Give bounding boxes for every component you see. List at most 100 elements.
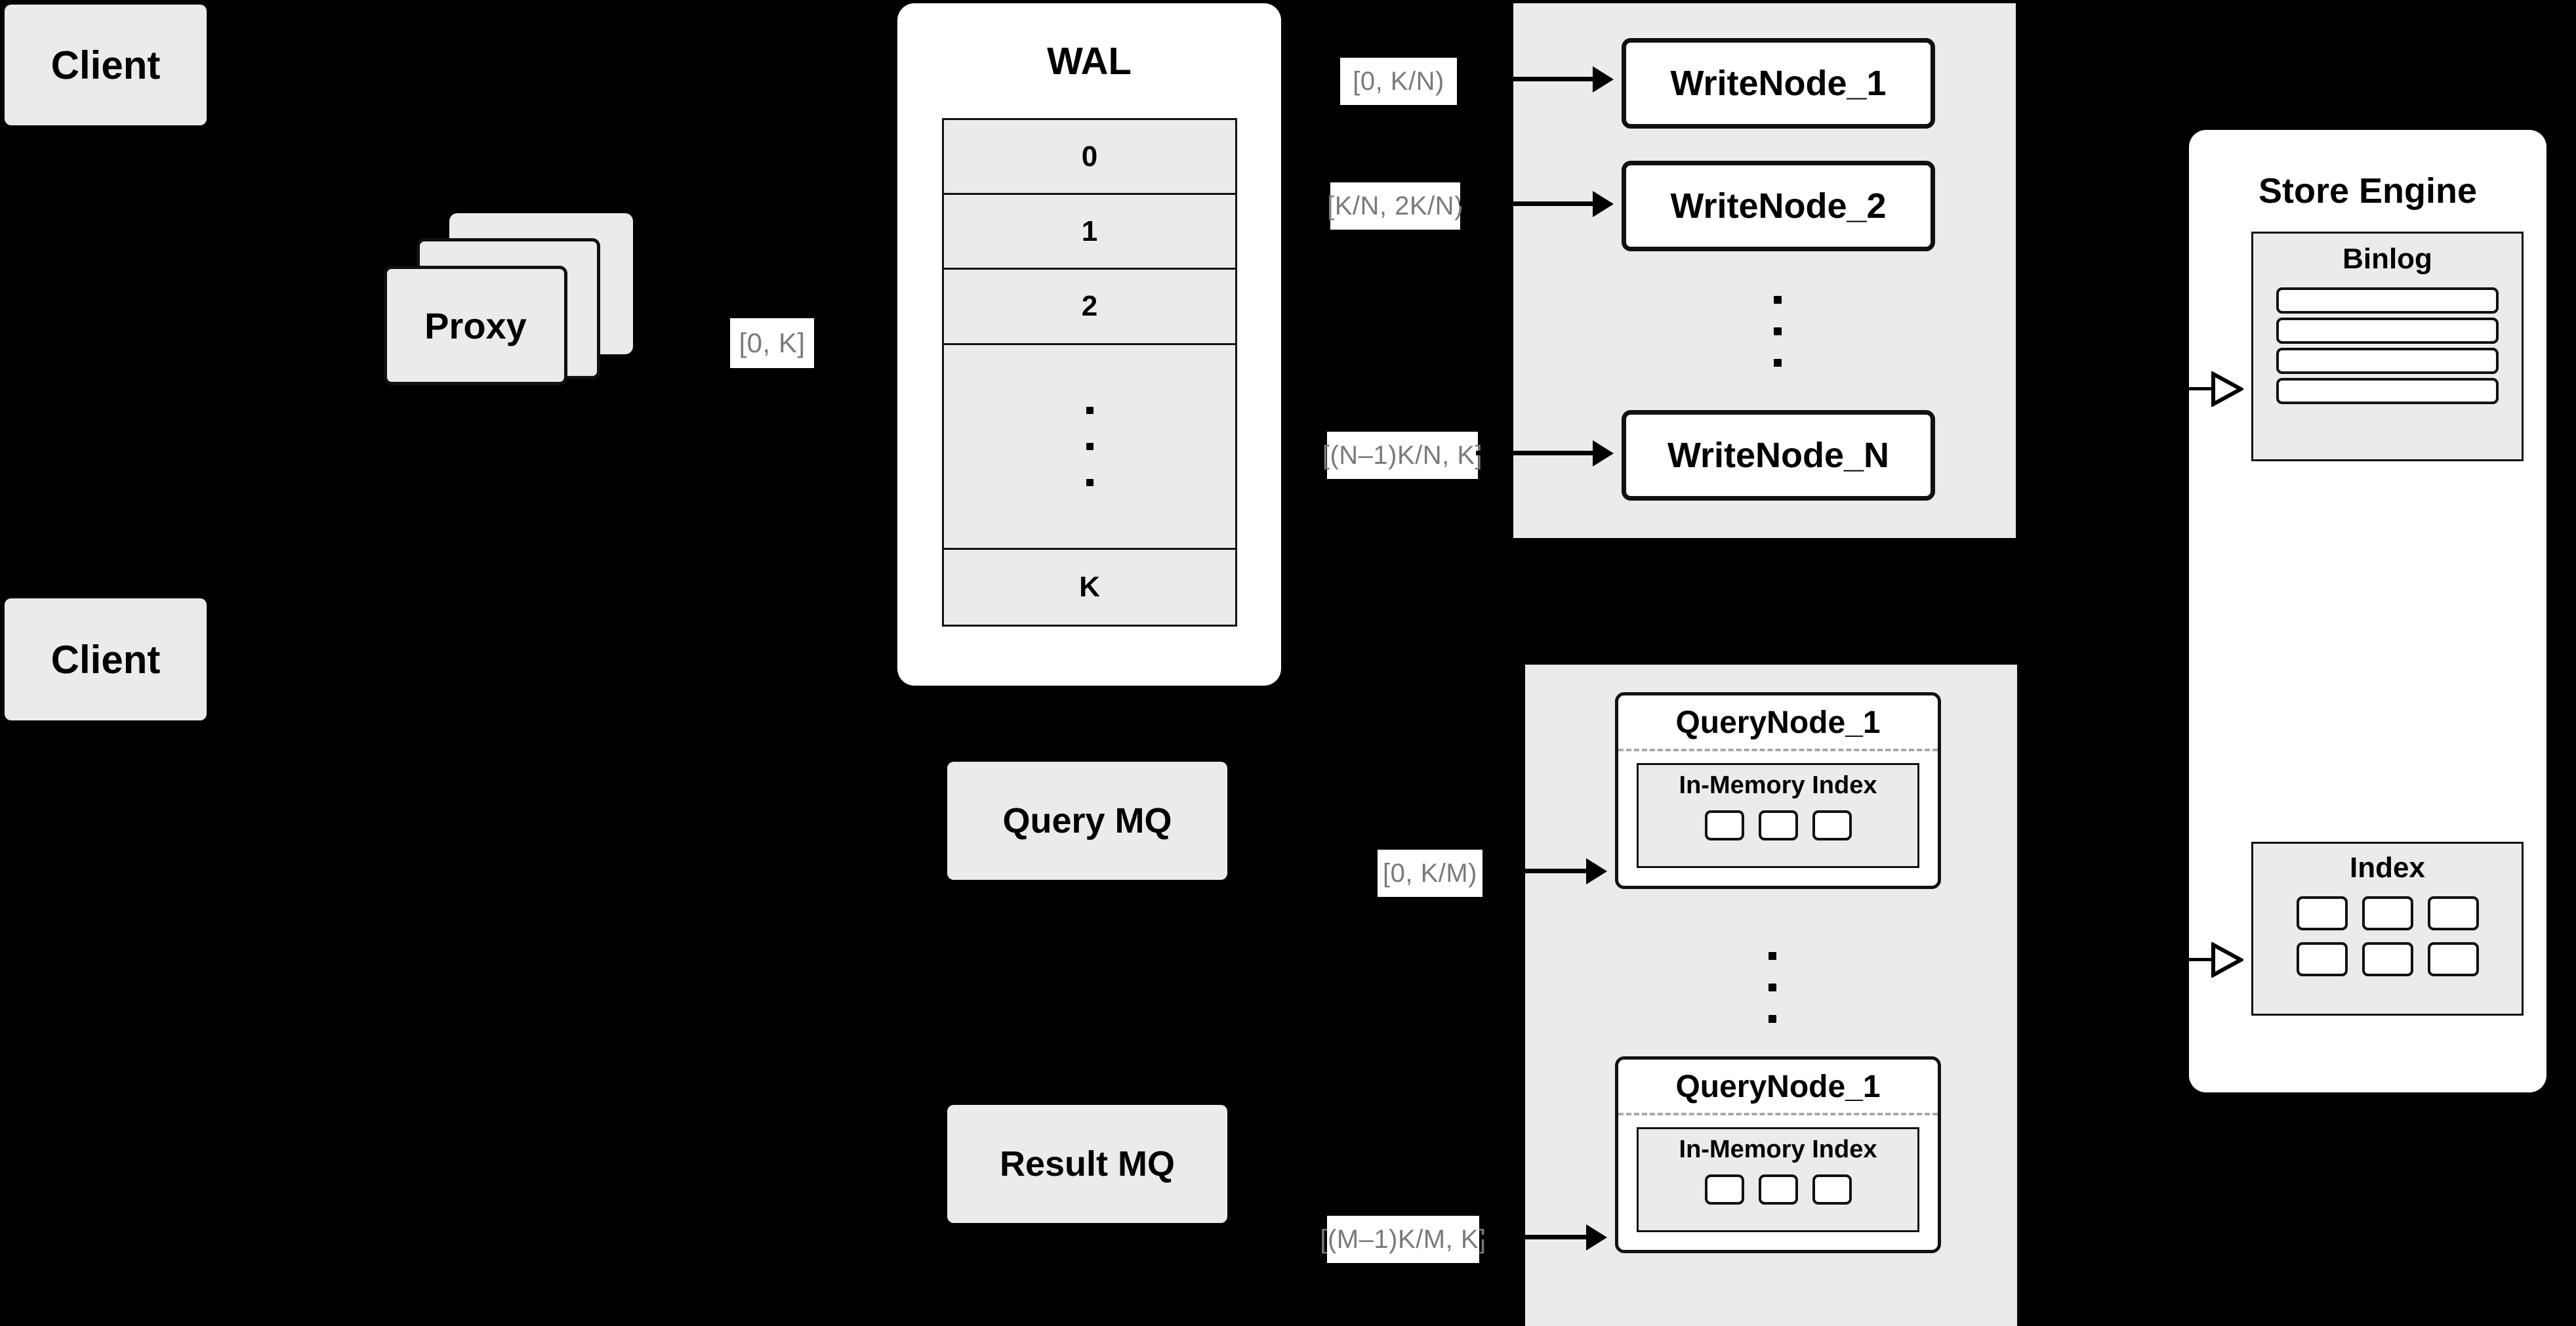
write-ellipsis-dot-1 (1774, 296, 1782, 304)
proxy-label: Proxy (424, 304, 527, 346)
index-cell-1 (2296, 896, 2348, 930)
query-ellipsis-dot-1 (1768, 952, 1776, 960)
write-node-ellipsis (1758, 272, 1797, 390)
wal-row-0: 0 (944, 120, 1235, 196)
binlog-row-4 (2276, 378, 2499, 404)
wal-row-k: K (944, 549, 1235, 625)
write-node-n-range-text: [(N–1)K/N, K] (1322, 440, 1483, 470)
store-engine-title: Store Engine (2189, 171, 2546, 211)
wal-row-1: 1 (944, 195, 1235, 270)
write-node-1[interactable]: WriteNode_1 (1622, 38, 1935, 129)
query-node-1[interactable]: QueryNode_1 In-Memory Index (1615, 692, 1941, 889)
write-node-n-range-label: [(N–1)K/N, K] (1322, 432, 1482, 479)
proxy-stack[interactable]: Proxy (384, 213, 679, 433)
wal-ellipsis-dot-2 (1086, 442, 1094, 450)
client-label-2: Client (51, 637, 161, 682)
proxy-sheet-front[interactable]: Proxy (384, 266, 567, 385)
query-node-2-index-title-text: In-Memory Index (1679, 1136, 1877, 1163)
write-ellipsis-dot-2 (1774, 327, 1782, 335)
arrow-head-write-n (1593, 440, 1614, 466)
wal-title-text: WAL (1047, 40, 1132, 83)
query-node-1-index-cell-1 (1704, 810, 1744, 840)
index-title-text: Index (2350, 852, 2425, 884)
binlog-title: Binlog (2253, 243, 2522, 276)
query-node-1-range-label: [0, K/M) (1378, 850, 1482, 897)
wal-row-k-text: K (1079, 570, 1100, 603)
query-node-2-range-text: [(M–1)K/M, K] (1320, 1224, 1486, 1254)
wal-title: WAL (897, 39, 1281, 83)
write-node-n[interactable]: WriteNode_N (1622, 410, 1935, 501)
binlog-panel: Binlog (2251, 232, 2524, 461)
client-box-2[interactable]: Client (5, 598, 207, 720)
query-node-2-index-cell-1 (1704, 1174, 1744, 1205)
arrow-head-write-1 (1593, 66, 1614, 93)
arrow-head-query-2 (1586, 1224, 1607, 1251)
query-ellipsis-dot-3 (1768, 1015, 1776, 1023)
write-ellipsis-dot-3 (1774, 359, 1782, 367)
arrow-line-binlog (2189, 387, 2215, 390)
query-node-1-index-cell-2 (1758, 810, 1798, 840)
arrow-line-write-1 (1460, 77, 1593, 81)
index-cell-3 (2427, 896, 2479, 930)
wal-panel: WAL 0 1 2 K (897, 3, 1281, 686)
result-mq-box[interactable]: Result MQ (947, 1105, 1227, 1223)
write-node-2[interactable]: WriteNode_2 (1622, 161, 1935, 251)
query-ellipsis-dot-2 (1768, 984, 1776, 991)
query-node-2-title: QueryNode_1 (1618, 1069, 1938, 1105)
client-label-1: Client (51, 43, 161, 87)
client-box-1[interactable]: Client (5, 5, 207, 125)
arrow-head-binlog (2211, 371, 2243, 407)
query-node-2-index-cell-2 (1758, 1174, 1798, 1205)
wal-row-0-text: 0 (1081, 140, 1098, 173)
index-cell-4 (2296, 942, 2348, 976)
store-engine-title-text: Store Engine (2258, 171, 2478, 211)
query-node-2[interactable]: QueryNode_1 In-Memory Index (1615, 1056, 1941, 1253)
arrow-head-index (2211, 942, 2243, 978)
index-panel: Index (2251, 842, 2524, 1016)
result-mq-label: Result MQ (999, 1144, 1176, 1184)
arrow-line-query-2 (1481, 1235, 1586, 1239)
query-node-2-divider (1618, 1113, 1938, 1115)
query-node-1-range-text: [0, K/M) (1382, 858, 1478, 888)
write-node-2-range-text: [K/N, 2K/N) (1327, 191, 1463, 220)
proxy-range-label: [0, K] (730, 318, 814, 368)
query-node-1-label: QueryNode_1 (1675, 705, 1881, 740)
wal-table: 0 1 2 K (942, 118, 1237, 627)
wal-row-1-text: 1 (1081, 215, 1098, 247)
write-node-1-label: WriteNode_1 (1670, 64, 1887, 103)
arrow-head-write-2 (1593, 191, 1614, 217)
query-node-1-index-panel: In-Memory Index (1637, 763, 1919, 868)
binlog-row-3 (2276, 348, 2499, 374)
binlog-row-2 (2276, 318, 2499, 344)
arrow-line-write-n (1476, 451, 1593, 455)
query-node-2-index-title: In-Memory Index (1639, 1136, 1917, 1164)
wal-row-2-text: 2 (1081, 290, 1098, 323)
write-node-2-range-label: [K/N, 2K/N) (1327, 182, 1463, 230)
index-cell-5 (2361, 942, 2413, 976)
write-node-2-label: WriteNode_2 (1670, 186, 1887, 226)
query-node-2-label: QueryNode_1 (1675, 1069, 1881, 1104)
write-node-1-range-label: [0, K/N) (1340, 58, 1457, 105)
arrow-line-write-2 (1460, 201, 1593, 206)
query-node-1-index-title-text: In-Memory Index (1679, 772, 1877, 799)
query-node-2-index-cell-3 (1812, 1174, 1852, 1205)
query-mq-box[interactable]: Query MQ (947, 762, 1227, 880)
binlog-title-text: Binlog (2342, 243, 2432, 275)
arrow-line-index (2189, 958, 2215, 961)
index-cell-2 (2361, 896, 2413, 930)
query-node-1-divider (1618, 749, 1938, 751)
wal-row-2: 2 (944, 270, 1235, 345)
write-node-1-range-text: [0, K/N) (1353, 66, 1444, 96)
query-node-2-range-label: [(M–1)K/M, K] (1320, 1216, 1486, 1263)
query-node-ellipsis (1753, 928, 1792, 1046)
query-node-2-index-panel: In-Memory Index (1637, 1127, 1919, 1232)
wal-ellipsis-dot-3 (1086, 478, 1094, 486)
wal-ellipsis-dot-1 (1086, 406, 1094, 414)
index-cell-6 (2427, 942, 2479, 976)
store-engine-panel: Store Engine Binlog Index (2189, 130, 2546, 1092)
binlog-row-1 (2276, 287, 2499, 314)
index-title: Index (2253, 852, 2522, 884)
query-node-1-index-title: In-Memory Index (1639, 772, 1917, 800)
arrow-line-query-1 (1484, 869, 1586, 873)
query-mq-label: Query MQ (1002, 801, 1172, 840)
